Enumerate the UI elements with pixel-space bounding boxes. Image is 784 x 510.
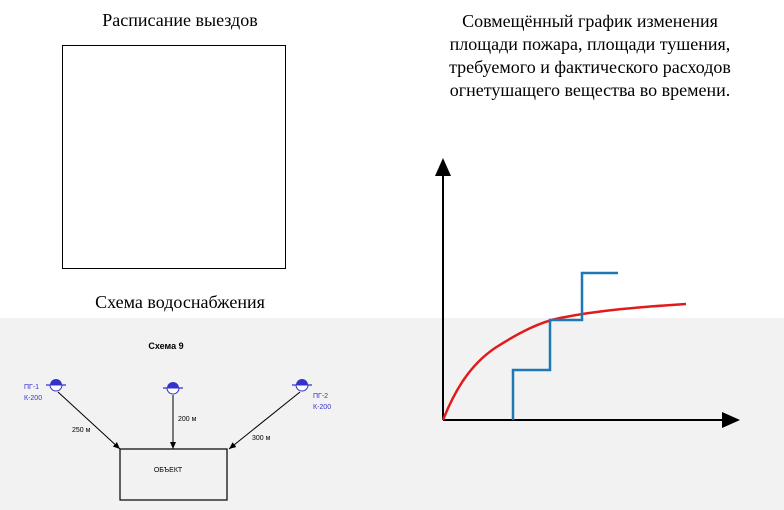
schedule-box [62, 45, 286, 269]
scheme-title: Схема 9 [148, 341, 183, 351]
hydrant-pg2: ПГ-2 К-200 [292, 379, 331, 411]
chart-title-line: требуемого и фактического расходов [449, 57, 731, 77]
flow-step-line [511, 271, 618, 420]
svg-text:250 м: 250 м [72, 427, 91, 434]
hydrant-center [163, 382, 183, 395]
water-supply-title: Схема водоснабжения [95, 292, 265, 312]
object-box [119, 448, 228, 501]
svg-text:ПГ-1: ПГ-1 [24, 384, 39, 391]
svg-text:ОБЪЕКТ: ОБЪЕКТ [154, 467, 183, 474]
svg-text:300 м: 300 м [252, 435, 271, 442]
chart-title-line: площади пожара, площади тушения, [449, 34, 731, 54]
svg-text:200 м: 200 м [178, 416, 197, 423]
fire-area-curve [441, 302, 687, 421]
chart-title-line: огнетушащего вещества во времени. [449, 80, 731, 100]
pipe-pg2 [228, 391, 301, 450]
water-supply-scheme: Схема 9 ПГ-1 К-200 ПГ-2 К-200 250 м 200 … [24, 341, 331, 501]
svg-text:К-200: К-200 [313, 404, 331, 411]
combined-chart [435, 158, 740, 428]
chart-title: Совмещённый график изменения площади пож… [405, 10, 775, 102]
pipe-pg1 [57, 391, 121, 450]
svg-text:ПГ-2: ПГ-2 [313, 393, 328, 400]
hydrant-pg1: ПГ-1 К-200 [24, 379, 66, 402]
bottom-background [0, 318, 784, 510]
schedule-title: Расписание выездов [102, 10, 258, 30]
svg-text:К-200: К-200 [24, 395, 42, 402]
chart-title-line: Совмещённый график изменения [462, 11, 718, 31]
